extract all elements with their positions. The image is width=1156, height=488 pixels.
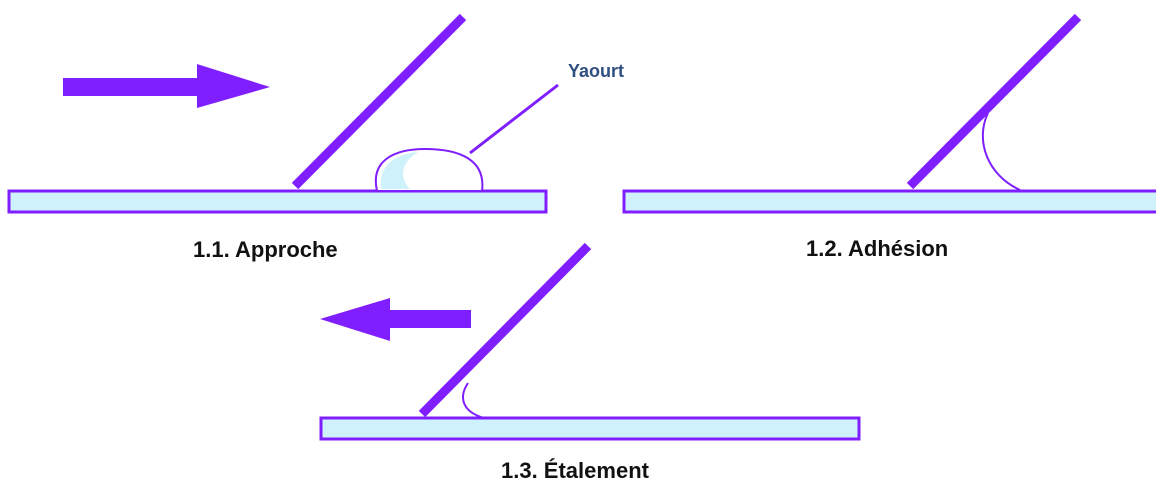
substrate-plate <box>319 416 861 441</box>
caption-etalement: 1.3. Étalement <box>501 458 650 483</box>
panel-approche: Yaourt 1.1. Approche <box>7 13 624 262</box>
yogurt-highlight <box>380 152 418 189</box>
panel-etalement: 1.3. Étalement <box>319 242 861 483</box>
yogurt-label: Yaourt <box>568 61 624 81</box>
spreading-blade <box>291 13 467 190</box>
yogurt-meniscus <box>981 112 1021 191</box>
yogurt-callout-line <box>469 83 559 155</box>
substrate-plate <box>7 189 548 214</box>
spreading-blade <box>906 13 1082 190</box>
caption-adhesion: 1.2. Adhésion <box>806 236 948 261</box>
spreading-blade <box>418 242 592 418</box>
substrate-plate <box>622 189 1156 214</box>
yogurt-meniscus <box>462 382 485 419</box>
arrow-right-icon <box>63 64 270 108</box>
caption-approche: 1.1. Approche <box>193 237 338 262</box>
panel-adhesion: 1.2. Adhésion <box>622 13 1156 261</box>
arrow-left-icon <box>320 298 471 341</box>
